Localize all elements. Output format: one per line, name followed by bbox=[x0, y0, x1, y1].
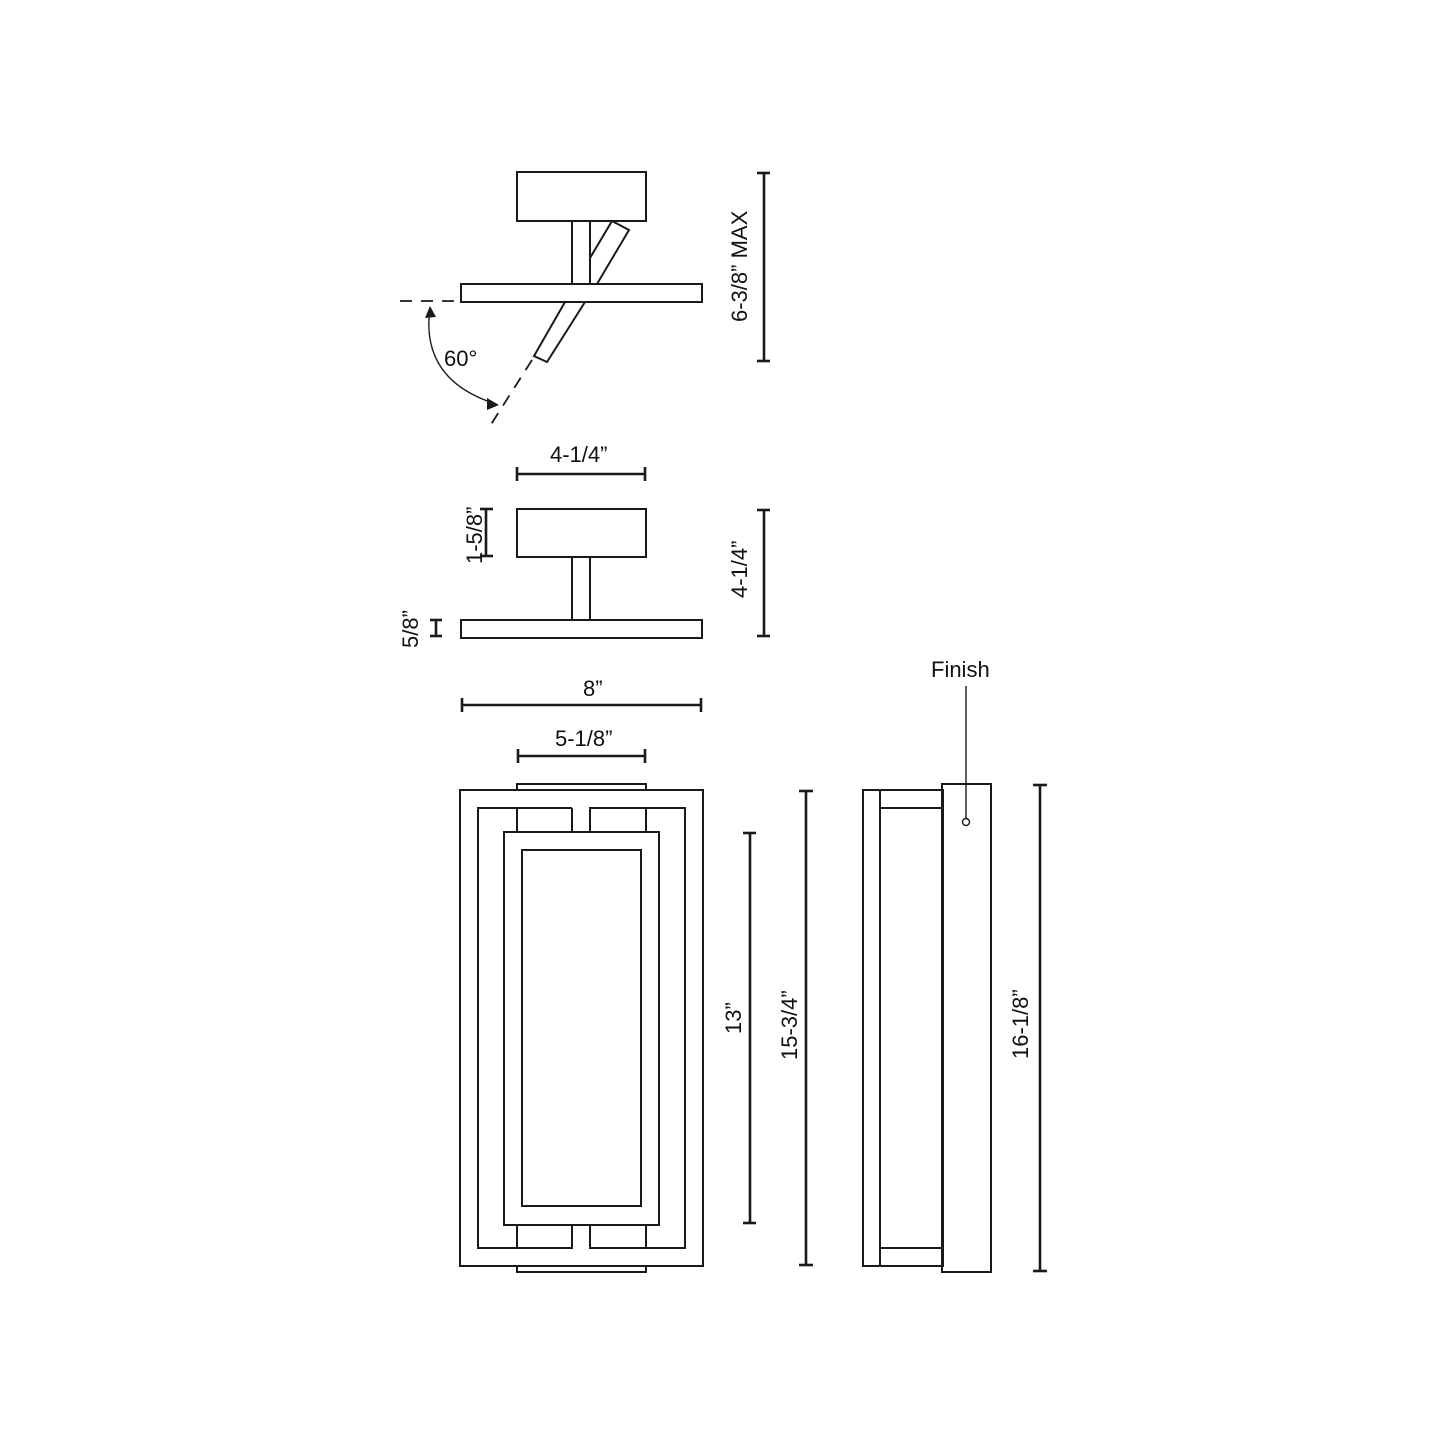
arc-arrow-right-icon bbox=[487, 398, 499, 410]
profile-view: Finish 16-1/8” bbox=[862, 657, 1047, 1273]
canopy-height-label: 1-5/8” bbox=[462, 507, 487, 564]
tilt-angle-label: 60° bbox=[444, 346, 477, 371]
backplate-profile bbox=[941, 783, 992, 1273]
canopy-rect bbox=[516, 171, 647, 222]
middle-frame-left bbox=[477, 807, 573, 1249]
canopy-width-label: 4-1/4” bbox=[550, 442, 607, 467]
inner-width-label: 5-1/8” bbox=[555, 726, 612, 751]
diffuser-panel bbox=[521, 849, 642, 1207]
bottom-mount-tab bbox=[516, 1266, 647, 1273]
inner-frame bbox=[503, 831, 660, 1226]
backplate-thickness-label: 5/8” bbox=[398, 610, 423, 648]
inner-height-label: 13” bbox=[721, 1002, 746, 1034]
overall-width-label: 8” bbox=[583, 676, 603, 701]
overall-depth-label: 4-1/4” bbox=[727, 541, 752, 598]
front-view: 8” 5-1/8” 13” 15-3/4” bbox=[459, 676, 813, 1273]
canopy-rect bbox=[516, 508, 647, 558]
outer-height-label: 15-3/4” bbox=[777, 990, 802, 1060]
tilted-arm-lower bbox=[532, 301, 587, 364]
finish-label: Finish bbox=[931, 657, 990, 682]
arc-arrow-up-icon bbox=[425, 306, 436, 318]
backplate-rect bbox=[460, 283, 703, 303]
backplate-rect bbox=[460, 619, 703, 639]
frame-profile bbox=[862, 789, 944, 1267]
top-mount-tab bbox=[516, 783, 647, 790]
outer-frame bbox=[459, 789, 704, 1267]
max-height-label: 6-3/8” MAX bbox=[727, 210, 752, 322]
middle-frame-right bbox=[589, 807, 686, 1249]
tilted-arm-upper bbox=[589, 219, 631, 285]
overall-height-label: 16-1/8” bbox=[1008, 989, 1033, 1059]
finish-point-icon bbox=[961, 817, 971, 827]
adjustable-side-view: 60° 6-3/8” MAX bbox=[400, 171, 770, 427]
side-view: 4-1/4” 1-5/8” 5/8” 4-1/4” bbox=[398, 442, 770, 648]
angle-arc bbox=[428, 307, 497, 405]
angled-reference-line bbox=[489, 359, 533, 427]
